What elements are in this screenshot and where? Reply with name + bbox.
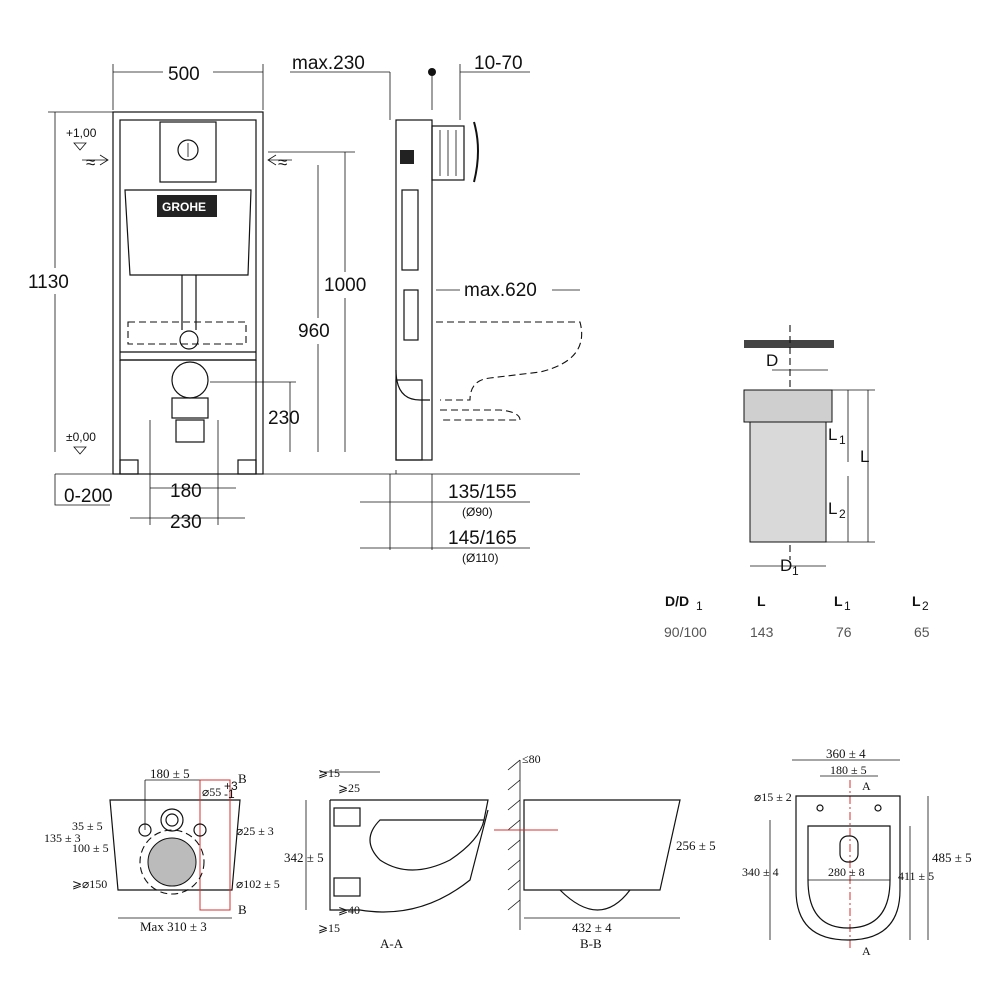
table-value-l2: 65 [914, 624, 930, 640]
dim-135: 135 ± 3 [44, 831, 81, 845]
caption-a-a: A-A [380, 936, 404, 951]
inlet-tol-bottom: -1 [224, 787, 235, 801]
dim-max-width: Max 310 ± 3 [140, 919, 207, 934]
table-value-l1: 76 [836, 624, 852, 640]
dim-plan-bolt-spacing: 180 ± 5 [830, 763, 867, 777]
connector-table: D/D 1 L L 1 L 2 90/100 143 76 65 [664, 593, 930, 640]
label-l1: L [828, 425, 837, 444]
dim-outlet-min: ⩾⌀150 [72, 877, 107, 891]
dim-bottom-40: ⩾40 [338, 903, 360, 917]
table-header-l2: L 2 [912, 593, 929, 613]
dim-max-projection: max.620 [464, 280, 537, 301]
svg-text:2: 2 [922, 599, 929, 613]
dim-panel-range: 10-70 [474, 53, 523, 74]
dim-max-depth: max.230 [292, 53, 365, 74]
bowl-back-view: 180 ± 5 B B ⌀55 +3 -1 ⌀25 ± 3 35 ± 5 135… [44, 766, 280, 934]
plan-view: 360 ± 4 180 ± 5 A A ⌀15 ± 2 280 ± 8 340 … [742, 746, 972, 958]
dim-hole-dia: ⌀15 ± 2 [754, 790, 792, 804]
svg-text:1: 1 [696, 599, 703, 613]
connector-pipe-drawing: D D 1 L 1 L 2 L [743, 325, 875, 578]
dim-back-bolt-spacing: 180 ± 5 [150, 766, 190, 781]
label-d1: D [780, 556, 792, 575]
section-b-b: ≤80 256 ± 5 432 ± 4 B-B [494, 752, 716, 951]
dim-pipe-a: 135/155 [448, 482, 517, 503]
label-l2-sub: 2 [839, 507, 846, 521]
dim-bb-height: 256 ± 5 [676, 838, 716, 853]
table-header-l1: L 1 [834, 593, 851, 613]
dim-plan-width: 360 ± 4 [826, 746, 866, 761]
caption-b-b: B-B [580, 936, 602, 951]
dim-pipe-b-dia: (Ø110) [462, 551, 498, 565]
dim-frame-width: 500 [168, 64, 200, 85]
flush-plate [159, 121, 217, 183]
dim-seat-width: 280 ± 8 [828, 865, 865, 879]
dim-wall-80: ≤80 [522, 752, 541, 766]
section-a-top: A [862, 779, 871, 793]
label-d1-sub: 1 [792, 564, 799, 578]
dim-bolt-height: 960 [298, 321, 330, 342]
label-l: L [860, 447, 869, 466]
table-header-d-d1: D/D 1 [665, 593, 703, 613]
dim-bolt-spacing: 180 [170, 481, 202, 502]
dim-bottom-15: ⩾15 [318, 921, 340, 935]
dim-pipe-b: 145/165 [448, 528, 517, 549]
cistern [124, 189, 252, 276]
frame-front-view: GROHE ≈ ≈ 500 1130 [28, 60, 380, 533]
dim-inlet-dia: ⌀55 [202, 785, 221, 799]
dim-total-height: 1130 [28, 272, 69, 293]
table-header-l: L [757, 593, 766, 609]
svg-text:D/D: D/D [665, 593, 689, 609]
brand-logo: GROHE [162, 200, 206, 214]
dim-bb-length: 432 ± 4 [572, 920, 612, 935]
dim-top-15: ⩾15 [318, 766, 340, 780]
level-top: +1,00 [66, 126, 97, 140]
label-l1-sub: 1 [839, 433, 846, 447]
dim-100: 100 ± 5 [72, 841, 109, 855]
section-b-bottom: B [238, 902, 247, 917]
section-a-bottom: A [862, 944, 871, 958]
dim-pipe-a-dia: (Ø90) [462, 505, 493, 519]
svg-text:L: L [834, 593, 843, 609]
inlet-tol-top: +3 [224, 779, 238, 793]
dim-foot-adjust: 0-200 [64, 486, 113, 507]
dim-waste-height: 230 [268, 408, 300, 429]
svg-text:1: 1 [844, 599, 851, 613]
section-b-top: B [238, 771, 247, 786]
frame-side-view: max.230 10-70 max.620 135/155 (Ø90) [290, 53, 583, 565]
dim-inlet-height: 1000 [324, 275, 366, 296]
dim-35: 35 ± 5 [72, 819, 103, 833]
label-l2: L [828, 499, 837, 518]
level-zero: ±0,00 [66, 430, 96, 444]
table-value-l: 143 [750, 624, 774, 640]
svg-text:L: L [912, 593, 921, 609]
dim-top-25: ⩾25 [338, 781, 360, 795]
dim-left-depth: 340 ± 4 [742, 865, 779, 879]
dim-aa-height: 342 ± 5 [284, 850, 324, 865]
dim-right-depth: 411 ± 5 [898, 869, 934, 883]
dim-bolt-dia: ⌀25 ± 3 [236, 824, 274, 838]
dim-total-length: 485 ± 5 [932, 850, 972, 865]
dim-outlet-dia: ⌀102 ± 5 [236, 877, 280, 891]
svg-text:≈: ≈ [86, 153, 95, 172]
svg-text:≈: ≈ [278, 153, 287, 172]
section-a-a: ⩾15 ⩾25 342 ± 5 ⩾40 ⩾15 A-A [284, 766, 489, 951]
dim-waste-spacing: 230 [170, 512, 202, 533]
table-value-d-d1: 90/100 [664, 624, 707, 640]
label-d: D [766, 351, 778, 370]
